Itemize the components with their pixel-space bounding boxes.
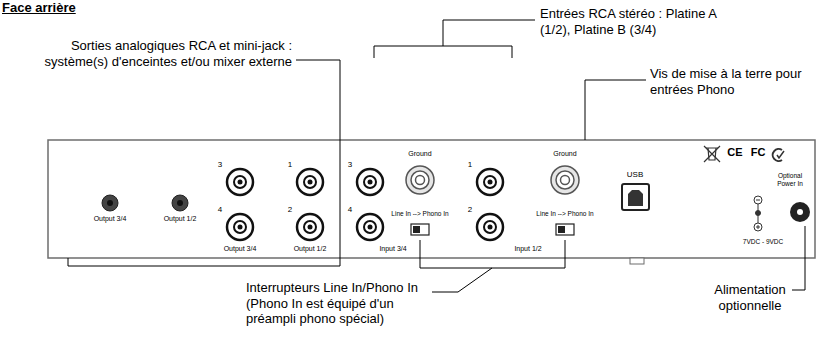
panel-label: Line In --> Phono In [380, 210, 460, 218]
panel-label: 2 [465, 205, 475, 215]
panel-label: Line In --> Phono In [525, 210, 605, 218]
panel-label: CE [724, 146, 746, 159]
panel-label: 3 [215, 160, 225, 170]
panel-label: 1 [285, 160, 295, 170]
page-title: Face arrière [2, 0, 122, 16]
panel-label: Input 3/4 [371, 245, 415, 253]
callout-text: Interrupteurs Line In/Phono In (Phono In… [246, 280, 428, 327]
callout-text: Alimentation optionnelle [705, 282, 795, 313]
panel-label: Output 1/2 [287, 245, 333, 253]
panel-label: Input 1/2 [506, 245, 550, 253]
panel-label: Optional Power In [770, 172, 810, 188]
panel-label: Ground [545, 150, 585, 158]
panel-label: Output 1/2 [158, 215, 202, 223]
panel-label: USB [620, 170, 650, 180]
panel-label: 3 [345, 160, 355, 170]
callout-text: Sorties analogiques RCA et mini-jack : s… [40, 38, 292, 69]
callout-text: Vis de mise à la terre pour entrées Phon… [650, 66, 832, 97]
panel-label: FC [747, 146, 769, 159]
panel-label: 4 [215, 205, 225, 215]
panel-label: 7VDC - 9VDC [735, 238, 791, 246]
panel-label: Output 3/4 [217, 245, 263, 253]
panel-label: Output 3/4 [88, 215, 132, 223]
callout-text: Entrées RCA stéréo : Platine A (1/2), Pl… [540, 6, 745, 37]
panel-label: 2 [285, 205, 295, 215]
panel-label: 1 [465, 160, 475, 170]
panel-label: 4 [345, 205, 355, 215]
panel-label: Ground [400, 150, 440, 158]
